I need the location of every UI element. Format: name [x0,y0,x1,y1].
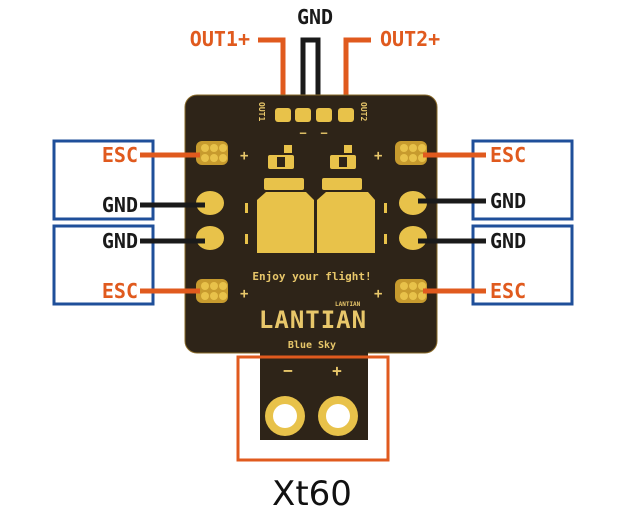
left-boxes [52,139,155,306]
silk-out1: OUT1 [257,102,266,121]
esc-pads-right-bottom [395,279,427,303]
silk-minus-a: − [299,126,306,140]
mosfet-pads [245,192,387,253]
esc-pads-left-top [196,141,228,165]
gnd-right-top-label: GND [490,189,526,213]
gnd-left-bottom-label: GND [102,229,138,253]
output-pads: OUT1 OUT2 − − [257,102,368,140]
gnd-left-top-label: GND [102,193,138,217]
esc-left-top-label: ESC [102,143,138,167]
silk-enjoy: Enjoy your flight! [252,270,371,283]
esc-left-bottom-label: ESC [102,279,138,303]
left-wires [140,152,205,294]
esc-right-bottom-label: ESC [490,279,526,303]
silk-brand: LANTIAN [259,306,367,334]
silk-xt-minus: − [283,361,293,380]
silk-plus-rt: + [374,148,382,164]
silk-brand-small: LANTIAN [335,301,361,308]
silk-plus-rb: + [374,286,382,302]
silk-xt-plus: + [332,361,342,380]
silk-plus-lt: + [240,148,248,164]
esc-pads-right-top [395,141,427,165]
top-wires [258,37,371,112]
gnd-right-bottom-label: GND [490,229,526,253]
gnd-top-label: GND [297,5,333,29]
right-wires [418,152,486,294]
xt60-label: Xt60 [272,474,352,514]
esc-pads-left-bottom [196,279,228,303]
silk-minus-b: − [320,126,327,140]
gnd-pads [196,191,427,250]
right-boxes [471,139,574,306]
xt60-tab: − + [260,352,368,440]
pcb-board: OUT1 OUT2 − − [184,94,438,440]
silk-model: Blue Sky [288,340,336,351]
silk-out2: OUT2 [359,102,368,121]
smd-components [264,145,362,190]
out2-label: OUT2+ [380,27,440,51]
silk-plus-lb: + [240,286,248,302]
xt60-highlight-box [236,355,390,462]
out1-label: OUT1+ [190,27,250,51]
esc-right-top-label: ESC [490,143,526,167]
